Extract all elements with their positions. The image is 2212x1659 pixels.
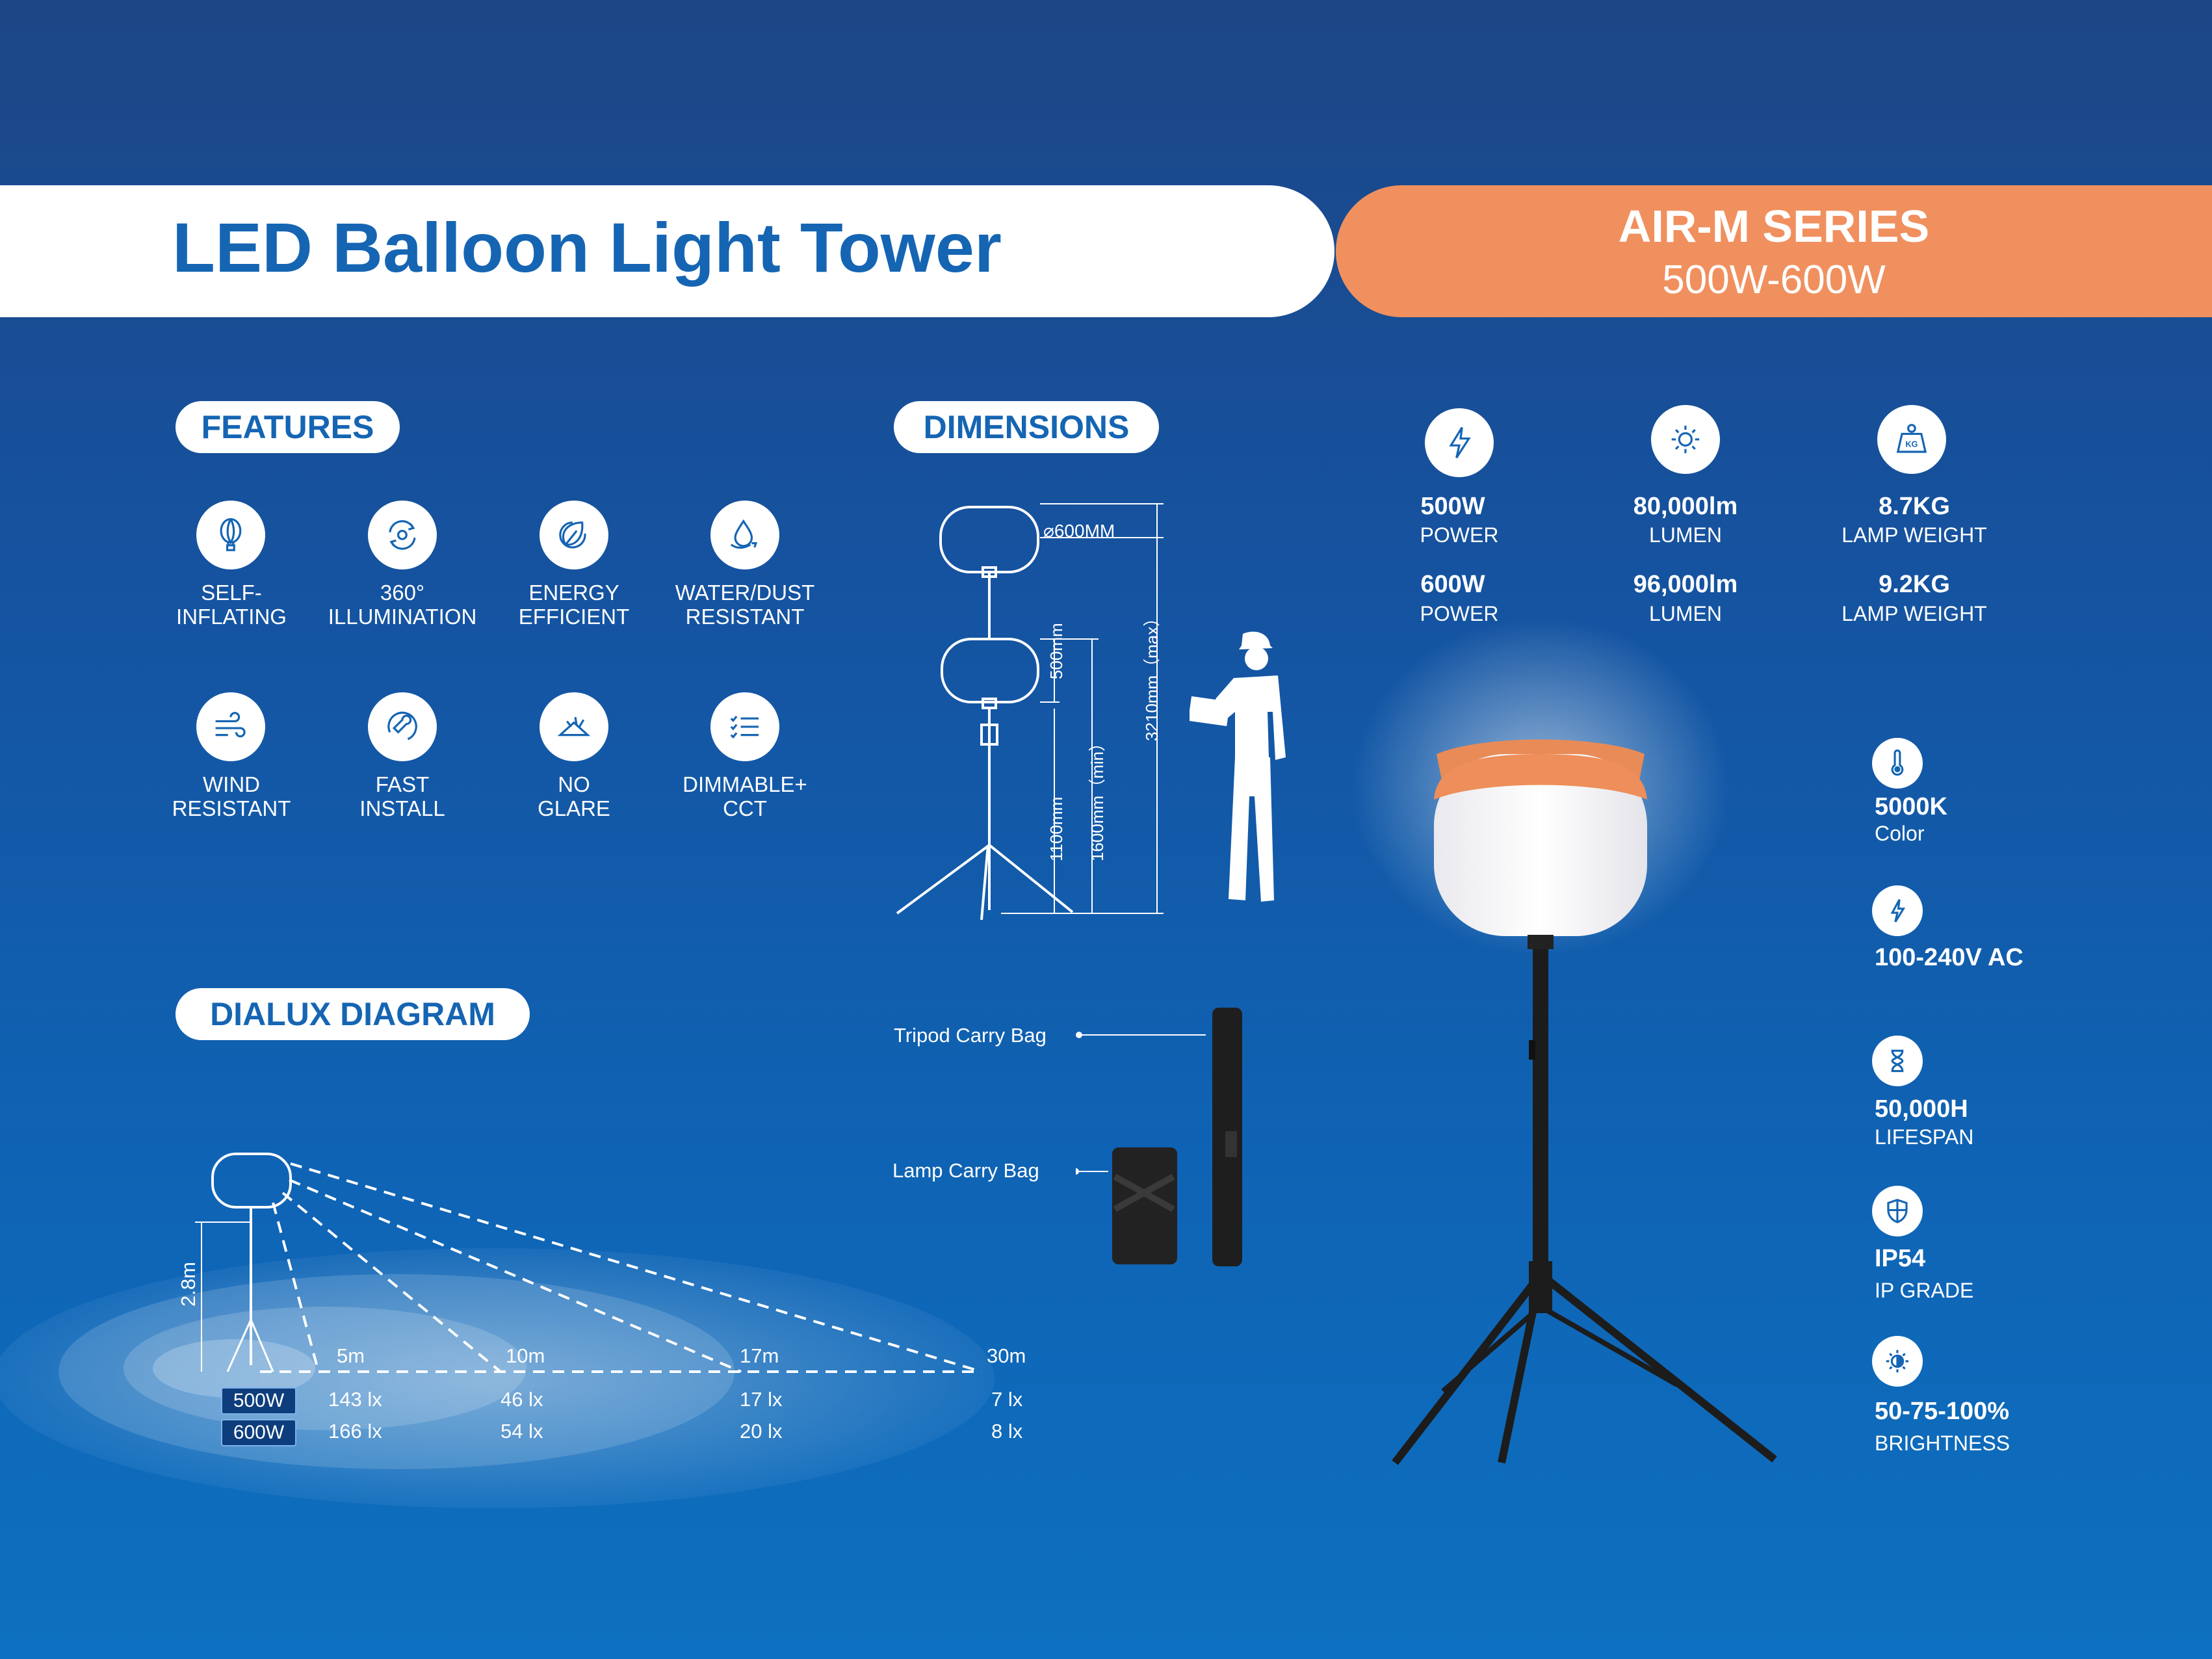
energy-leaf-icon xyxy=(540,501,608,569)
balloon-light-product xyxy=(1392,739,1777,1465)
side-spec-value: 100-240V AC xyxy=(1875,944,2023,971)
page-title: LED Balloon Light Tower xyxy=(172,208,1002,287)
worker-silhouette xyxy=(1190,631,1286,902)
dialux-height-label: 2.8m xyxy=(177,1262,200,1307)
spec-value: 500W xyxy=(1420,493,1485,520)
lux-value: 143 lx xyxy=(328,1388,382,1411)
balloon-icon xyxy=(196,501,265,569)
spec-label: LAMP WEIGHT xyxy=(1841,523,1987,547)
distance-label: 17m xyxy=(740,1344,779,1367)
lux-value: 46 lx xyxy=(501,1388,543,1411)
dialux-diagram xyxy=(0,1153,995,1508)
spec-label: LAMP WEIGHT xyxy=(1841,602,1987,625)
sun-icon xyxy=(1651,405,1720,474)
lux-value: 17 lx xyxy=(740,1388,783,1411)
bolt-icon xyxy=(1872,885,1923,936)
tripod-bag-label: Tripod Carry Bag xyxy=(894,1024,1047,1047)
max-height-label: 3210mm（max） xyxy=(1142,609,1162,741)
side-spec-label: IP GRADE xyxy=(1875,1279,1974,1302)
spec-value: 9.2KG xyxy=(1879,571,1950,598)
svg-text:KG: KG xyxy=(1905,439,1918,449)
wind-icon xyxy=(196,692,265,761)
distance-label: 30m xyxy=(987,1344,1026,1367)
distance-label: 10m xyxy=(506,1344,545,1367)
spec-value: 96,000lm xyxy=(1633,571,1738,598)
feature-label: 360°ILLUMINATION xyxy=(328,581,477,629)
features-heading: FEATURES xyxy=(176,401,400,453)
dialux-heading: DIALUX DIAGRAM xyxy=(176,988,530,1040)
no-glare-icon xyxy=(540,692,608,761)
side-spec-label: BRIGHTNESS xyxy=(1875,1431,2010,1455)
lamp-bag-label: Lamp Carry Bag xyxy=(892,1159,1039,1182)
side-spec-value: IP54 xyxy=(1875,1245,1926,1272)
head-height-label: 500mm xyxy=(1047,623,1066,679)
dimensions-heading: DIMENSIONS xyxy=(894,401,1159,453)
title-banner xyxy=(0,185,1334,317)
weight-kg-icon: KG xyxy=(1877,405,1946,474)
power-tag-500w: 500W xyxy=(221,1387,296,1415)
wrench-icon xyxy=(368,692,437,761)
bags-illustration xyxy=(1076,1008,1242,1266)
brightness-icon xyxy=(1872,1336,1923,1387)
thermometer-icon xyxy=(1872,738,1923,789)
side-spec-label: LIFESPAN xyxy=(1875,1125,1974,1149)
rotate-360-icon xyxy=(368,501,437,569)
base-height-label: 1100mm xyxy=(1047,796,1066,861)
lux-value: 20 lx xyxy=(740,1420,783,1443)
side-spec-value: 5000K xyxy=(1875,793,1947,820)
spec-label: POWER xyxy=(1420,523,1499,547)
hourglass-icon xyxy=(1872,1036,1923,1086)
spec-value: 8.7KG xyxy=(1879,493,1950,520)
spec-value: 80,000lm xyxy=(1633,493,1738,520)
min-height-label: 1600mm（min） xyxy=(1087,734,1107,861)
feature-label: SELF-INFLATING xyxy=(176,581,287,629)
series-name: AIR-M SERIES xyxy=(1618,201,1930,252)
water-drop-icon xyxy=(710,501,779,569)
diameter-label: ⌀600MM xyxy=(1043,521,1115,541)
lux-value: 8 lx xyxy=(991,1420,1023,1443)
shield-icon xyxy=(1872,1186,1923,1236)
side-spec-value: 50-75-100% xyxy=(1875,1398,2010,1425)
series-range: 500W-600W xyxy=(1662,257,1886,302)
dimensions-drawing xyxy=(896,503,1164,921)
lux-value: 54 lx xyxy=(501,1420,543,1443)
distance-label: 5m xyxy=(337,1344,365,1367)
power-tag-600w: 600W xyxy=(221,1419,296,1446)
spec-label: LUMEN xyxy=(1648,523,1722,547)
series-banner xyxy=(1336,185,2212,317)
lux-value: 166 lx xyxy=(328,1420,382,1443)
feature-label: DIMMABLE+CCT xyxy=(683,772,807,820)
lightning-icon xyxy=(1425,408,1494,477)
side-spec-label: Color xyxy=(1875,822,1925,845)
lux-value: 7 lx xyxy=(991,1388,1023,1411)
spec-label: LUMEN xyxy=(1648,602,1722,625)
spec-label: POWER xyxy=(1420,602,1499,625)
dimmable-list-icon xyxy=(710,692,779,761)
side-spec-value: 50,000H xyxy=(1875,1095,1968,1123)
spec-value: 600W xyxy=(1420,571,1485,598)
